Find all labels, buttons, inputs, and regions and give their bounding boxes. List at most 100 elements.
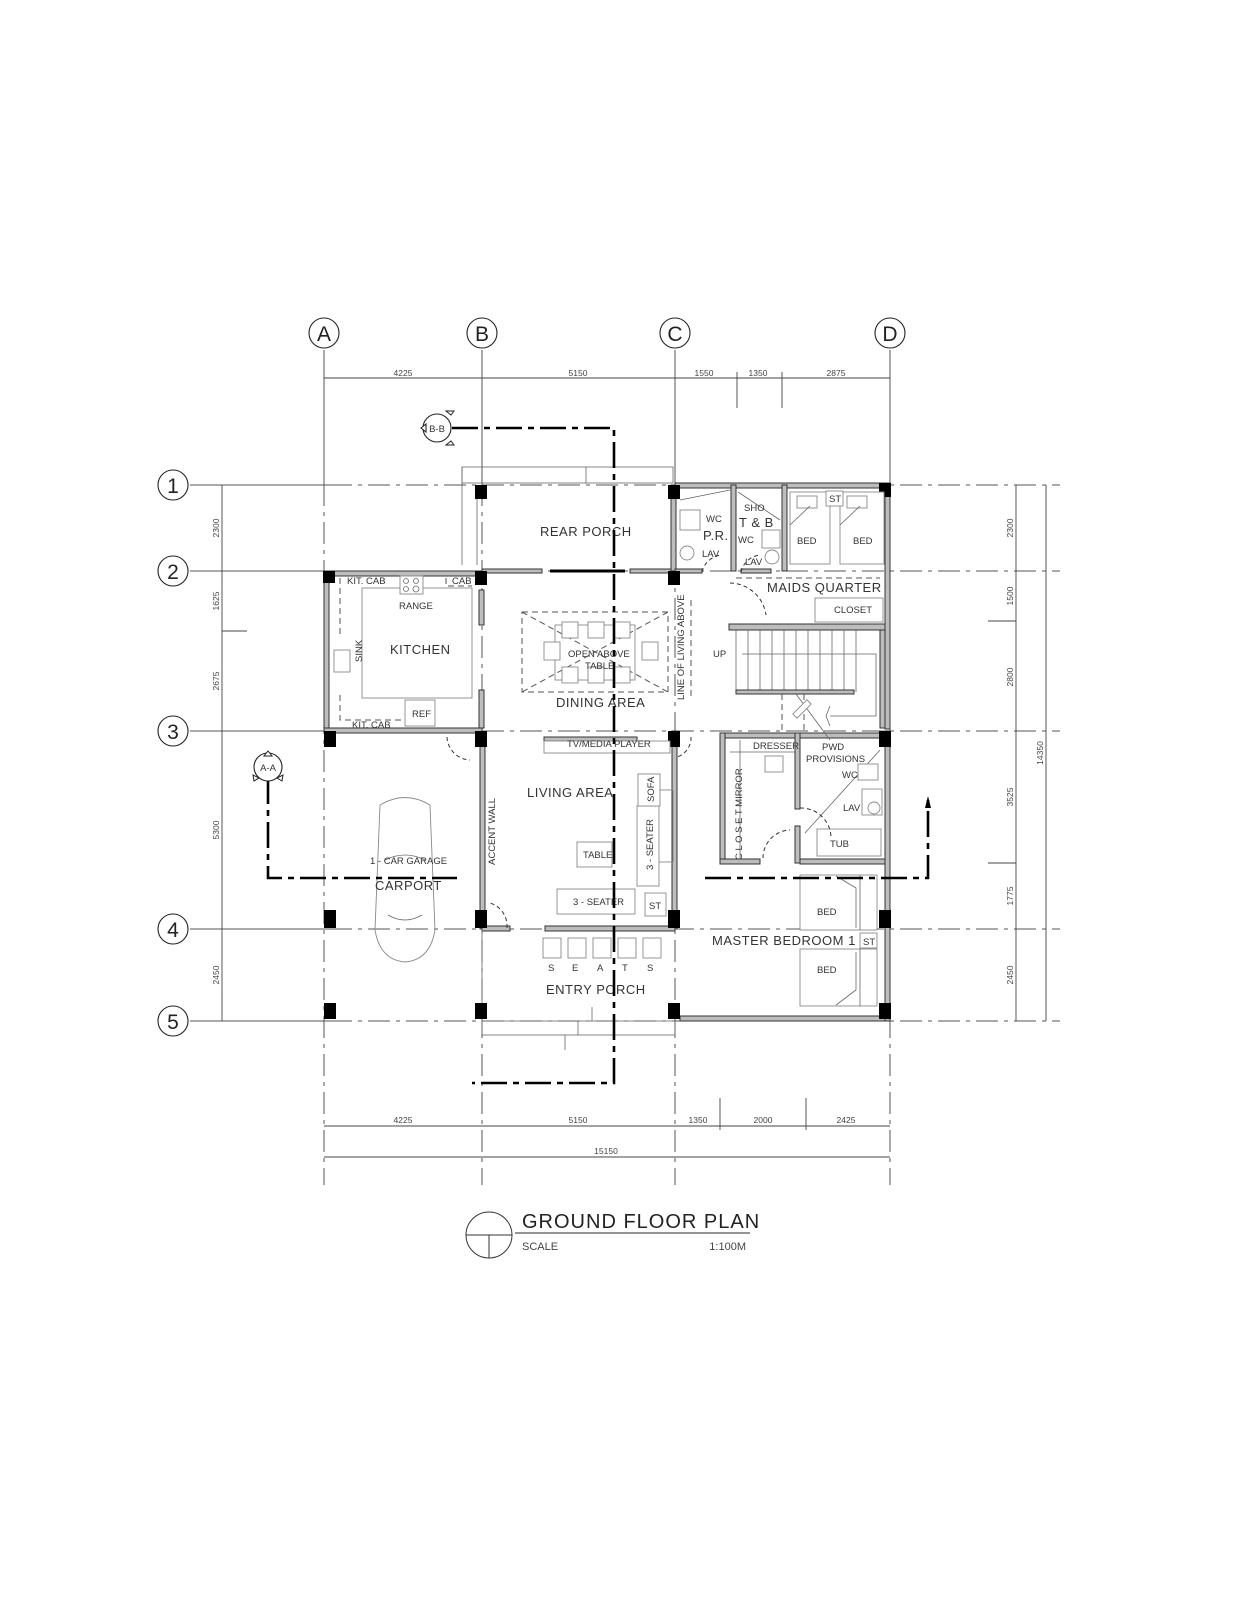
open-above-label: OPEN ABOVE — [568, 649, 630, 660]
kit-cab-top-label: KIT. CAB — [347, 576, 386, 587]
room-label-rear-porch: REAR PORCH — [540, 524, 632, 539]
grid-bubble-c — [659, 317, 691, 349]
dim-top-3: 1550 — [695, 368, 714, 378]
master-st-label: ST — [863, 937, 875, 948]
pr-lav-label: LAV — [702, 549, 720, 560]
dim-top-1: 4225 — [394, 368, 413, 378]
room-label-maids-quarter: MAIDS QUARTER — [767, 580, 882, 595]
dimensions-top: 4225 5150 1550 1350 2875 — [324, 368, 890, 408]
dim-top-5: 2875 — [827, 368, 846, 378]
section-lines — [266, 426, 931, 1085]
dim-left-1: 2300 — [211, 518, 221, 537]
accent-wall-label: ACCENT WALL — [487, 798, 498, 865]
room-label-carport: CARPORT — [375, 878, 442, 893]
pwd-wc-label: WC — [842, 770, 858, 781]
grid-label-a: A — [317, 323, 331, 346]
room-label-dining-area: DINING AREA — [556, 695, 645, 710]
dim-right-1: 2300 — [1005, 518, 1015, 537]
title-block: GROUND FLOOR PLAN SCALE 1:100M — [465, 1211, 759, 1259]
kit-cab-bottom-label: KIT. CAB — [352, 720, 391, 731]
tb-sho-label: SHO — [744, 503, 765, 514]
dim-right-2: 1500 — [1005, 586, 1015, 605]
master-bedroom-furniture — [799, 874, 878, 1007]
tb-wc-label: WC — [738, 535, 754, 546]
dim-left-4: 5300 — [211, 820, 221, 839]
grid-row-bubbles: 1 2 3 4 5 — [157, 469, 189, 1037]
pwd-lav-label: LAV — [843, 803, 861, 814]
dim-bottom-2: 5150 — [569, 1115, 588, 1125]
room-label-entry-porch: ENTRY PORCH — [546, 982, 646, 997]
range-icon — [399, 575, 424, 595]
three-seater-horizontal-label: 3 - SEATER — [573, 897, 624, 908]
grid-bubble-4 — [157, 913, 189, 945]
room-label-pr: P.R. — [703, 528, 729, 543]
structural-columns — [323, 483, 891, 1019]
sink-label: SINK — [354, 639, 365, 662]
car-garage-label: 1 - CAR GARAGE — [370, 856, 447, 867]
dining-open-above — [521, 611, 669, 693]
grid-label-5: 5 — [167, 1011, 179, 1034]
line-of-living-above-label: LINE OF LIVING ABOVE — [676, 594, 687, 700]
grid-label-3: 3 — [167, 721, 179, 744]
living-st-label: ST — [649, 901, 661, 912]
grid-label-2: 2 — [167, 561, 179, 584]
dim-right-6: 2450 — [1005, 965, 1015, 984]
living-furniture — [446, 736, 692, 929]
ref-label: REF — [412, 709, 431, 720]
grid-column-bubbles: A B C D — [308, 317, 906, 349]
maid-bed-2-label: BED — [853, 536, 873, 547]
living-table-label: TABLE — [583, 850, 612, 861]
section-marker-bb: B-B — [420, 410, 455, 446]
dim-bottom-1: 4225 — [394, 1115, 413, 1125]
dim-bottom-3: 1350 — [689, 1115, 708, 1125]
pr-wc-label: WC — [706, 514, 722, 525]
dimensions-bottom: 4225 5150 1350 2000 2425 15150 — [324, 1098, 890, 1158]
maids-quarter-furniture — [729, 490, 885, 623]
grid-bubble-1 — [157, 469, 189, 501]
grid-label-1: 1 — [167, 475, 179, 498]
grid-bubble-3 — [157, 715, 189, 747]
grid-bubble-d — [874, 317, 906, 349]
provisions-label: PROVISIONS — [806, 754, 865, 765]
stair-up-label: UP — [713, 649, 726, 660]
dim-bottom-total: 15150 — [594, 1146, 618, 1156]
dim-bottom-5: 2425 — [837, 1115, 856, 1125]
scale-label: SCALE — [522, 1241, 558, 1253]
master-bed-2-label: BED — [817, 965, 837, 976]
grid-label-4: 4 — [167, 919, 179, 942]
seat-letter-5: S — [647, 963, 653, 974]
master-bed-1-label: BED — [817, 907, 837, 918]
dim-right-5: 1775 — [1005, 886, 1015, 905]
dim-right-4: 3525 — [1005, 787, 1015, 806]
dimensions-right: 2300 1500 2800 3525 1775 2450 14350 — [988, 485, 1047, 1021]
room-label-kitchen: KITCHEN — [390, 642, 451, 657]
grid-lines — [190, 350, 1060, 1185]
tub-label: TUB — [830, 839, 849, 850]
cab-label: CAB — [452, 576, 472, 587]
seat-letter-2: E — [572, 963, 578, 974]
tb-lav-label: LAV — [745, 557, 763, 568]
section-label-aa: A-A — [260, 763, 277, 774]
seat-letter-1: S — [548, 963, 554, 974]
three-seater-vertical-label: 3 - SEATER — [645, 819, 656, 870]
dim-left-3: 2675 — [211, 671, 221, 690]
dim-right-total: 14350 — [1035, 741, 1045, 765]
room-label-master-bedroom: MASTER BEDROOM 1 — [712, 933, 856, 948]
grid-bubble-2 — [157, 555, 189, 587]
dimensions-left: 2300 1625 2675 5300 2450 — [211, 485, 247, 1021]
section-label-bb: B-B — [429, 424, 445, 435]
grid-bubble-b — [466, 317, 498, 349]
section-marker-aa: A-A — [252, 750, 284, 782]
car-icon — [374, 797, 436, 963]
bathroom-fixtures-top — [679, 489, 781, 573]
dining-table-label: TABLE — [585, 661, 614, 672]
pwd-fixtures — [730, 740, 883, 859]
dresser-label: DRESSER — [753, 741, 799, 752]
seat-letter-4: T — [622, 963, 628, 974]
range-label: RANGE — [399, 601, 433, 612]
sink-icon — [333, 649, 351, 673]
sofa-label: SOFA — [646, 776, 657, 802]
staircase — [735, 630, 877, 741]
grid-label-b: B — [475, 323, 489, 346]
